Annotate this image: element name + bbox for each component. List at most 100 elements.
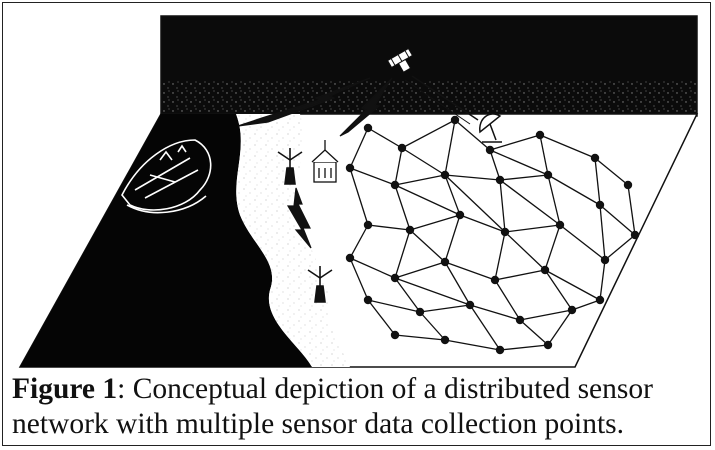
sensor-node — [390, 273, 400, 283]
network-link — [499, 179, 561, 226]
sensor-node — [495, 345, 505, 355]
sky-backdrop — [160, 15, 698, 117]
network-link — [349, 257, 396, 279]
network-link — [494, 269, 546, 281]
sensor-network-links — [349, 119, 636, 351]
sensor-node — [415, 307, 425, 317]
network-link — [349, 167, 369, 226]
network-link — [394, 229, 411, 279]
network-link — [444, 174, 501, 181]
sensor-node — [630, 230, 640, 240]
network-link — [419, 304, 471, 313]
network-link — [367, 299, 421, 313]
sensor-node — [490, 275, 500, 285]
network-link — [599, 259, 606, 301]
network-link — [459, 214, 506, 233]
caption-line-2: network with multiple sensor data collec… — [12, 408, 625, 440]
network-link — [627, 184, 636, 236]
network-link — [401, 147, 446, 176]
network-link — [394, 277, 421, 313]
network-link — [444, 214, 461, 263]
network-link — [544, 269, 573, 311]
network-link — [349, 224, 369, 259]
network-link — [444, 174, 506, 233]
comm-link-towers — [286, 187, 312, 249]
network-link — [489, 134, 541, 151]
sensor-node — [363, 123, 373, 133]
figure-label: Figure 1 — [12, 373, 118, 405]
network-link — [444, 174, 461, 216]
network-link — [394, 184, 461, 216]
network-link — [489, 149, 549, 176]
network-link — [444, 261, 496, 281]
sensor-node — [440, 170, 450, 180]
sensor-node — [567, 305, 577, 315]
network-link — [367, 224, 411, 231]
network-link — [409, 229, 446, 263]
network-link — [544, 269, 601, 301]
comm-link-to-station — [339, 77, 393, 137]
network-link — [394, 174, 446, 186]
sensor-node — [623, 180, 633, 190]
network-link — [444, 339, 501, 351]
collection-station-icon — [311, 140, 339, 183]
network-link — [539, 134, 596, 159]
caption-text-1: : Conceptual depiction of a distributed … — [117, 373, 653, 405]
sensor-node — [595, 295, 605, 305]
sensor-node — [595, 200, 605, 210]
network-link — [504, 231, 546, 271]
comm-link-to-shore — [237, 77, 371, 127]
network-link — [394, 184, 411, 231]
network-link — [469, 304, 501, 351]
network-link — [444, 261, 471, 306]
sensor-network-nodes — [345, 115, 640, 355]
network-link — [489, 149, 501, 181]
network-link — [544, 224, 561, 271]
sensor-node — [405, 225, 415, 235]
sensor-node — [465, 300, 475, 310]
network-link — [599, 204, 636, 236]
network-link — [519, 309, 573, 321]
network-link — [547, 174, 561, 226]
sensor-node — [500, 227, 510, 237]
network-link — [349, 257, 369, 301]
network-link — [349, 127, 369, 169]
comm-link-to-dish — [411, 75, 479, 121]
network-link — [559, 224, 606, 261]
network-link — [367, 127, 403, 149]
sensor-node — [495, 175, 505, 185]
network-link — [547, 309, 573, 346]
network-link — [394, 261, 446, 279]
network-link — [454, 119, 491, 151]
sensor-node — [450, 115, 460, 125]
network-link — [444, 119, 456, 176]
network-link — [539, 134, 549, 176]
comm-links — [237, 75, 479, 249]
network-link — [394, 147, 403, 186]
network-link — [401, 119, 456, 149]
sensor-node — [440, 335, 450, 345]
sensor-node — [440, 257, 450, 267]
network-link — [547, 174, 601, 206]
sensor-node — [485, 145, 495, 155]
sensor-node — [455, 210, 465, 220]
network-link — [499, 174, 549, 181]
sensor-node — [363, 295, 373, 305]
sensor-node — [515, 315, 525, 325]
sensor-node — [590, 153, 600, 163]
network-link — [394, 334, 446, 341]
satellite-dish-icon — [479, 113, 502, 143]
sensor-node — [543, 340, 553, 350]
sensor-node — [535, 130, 545, 140]
network-link — [571, 299, 601, 311]
wind-turbine-icon-upper — [277, 148, 303, 185]
network-link — [604, 234, 636, 261]
network-link — [594, 157, 601, 206]
sea-region — [20, 114, 312, 367]
network-link — [594, 157, 629, 186]
network-link — [419, 311, 446, 341]
sensor-node — [363, 220, 373, 230]
network-link — [494, 231, 506, 281]
sensor-node — [397, 143, 407, 153]
sensor-network-diagram — [18, 15, 699, 368]
